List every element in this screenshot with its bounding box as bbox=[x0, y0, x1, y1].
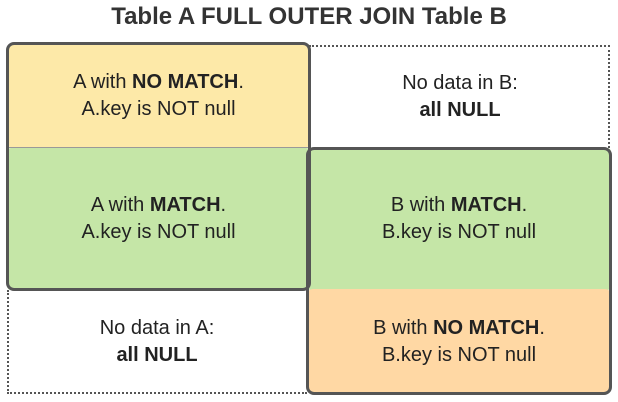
b-match-heading: B with MATCH. bbox=[391, 192, 527, 219]
a-no-match-heading: A with NO MATCH. bbox=[73, 69, 244, 96]
a-no-match-prefix: A with bbox=[73, 70, 133, 93]
no-data-in-b-cell: No data in B: all NULL bbox=[310, 46, 610, 148]
a-match-cell: A with MATCH. A.key is NOT null bbox=[7, 148, 310, 290]
no-data-in-b-label: No data in B: bbox=[402, 72, 518, 94]
b-no-match-condition: B.key is NOT null bbox=[381, 343, 537, 366]
a-match-condition: A.key is NOT null bbox=[81, 221, 236, 243]
no-data-in-a-cell: No data in A: all NULL bbox=[7, 290, 307, 394]
a-no-match-keyword: NO MATCH bbox=[132, 70, 239, 93]
b-no-match-heading: B with NO MATCH. bbox=[373, 315, 545, 342]
a-match-suffix: . bbox=[220, 194, 227, 216]
a-match-prefix: A with bbox=[90, 194, 150, 216]
no-data-in-a-value: all NULL bbox=[116, 344, 198, 366]
no-data-in-a-label: No data in A: bbox=[99, 317, 215, 339]
b-no-match-suffix: . bbox=[539, 316, 545, 339]
b-match-cell: B with MATCH. B.key is NOT null bbox=[307, 148, 611, 290]
no-data-in-b-value: all NULL bbox=[419, 99, 501, 121]
b-no-match-keyword: NO MATCH bbox=[433, 316, 540, 339]
diagram-title: Table A FULL OUTER JOIN Table B bbox=[111, 3, 507, 30]
b-no-match-cell: B with NO MATCH. B.key is NOT null bbox=[307, 289, 611, 394]
b-no-match-prefix: B with bbox=[373, 316, 434, 339]
table-a-row-divider bbox=[9, 147, 308, 148]
a-no-match-cell: A with NO MATCH. A.key is NOT null bbox=[7, 43, 310, 148]
b-match-prefix: B with bbox=[390, 194, 451, 216]
b-match-condition: B.key is NOT null bbox=[381, 221, 537, 243]
b-match-suffix: . bbox=[521, 194, 528, 216]
b-match-keyword: MATCH bbox=[450, 194, 522, 216]
a-match-keyword: MATCH bbox=[149, 194, 221, 216]
a-match-heading: A with MATCH. bbox=[91, 192, 226, 219]
a-no-match-suffix: . bbox=[238, 70, 244, 93]
a-no-match-condition: A.key is NOT null bbox=[81, 97, 236, 120]
